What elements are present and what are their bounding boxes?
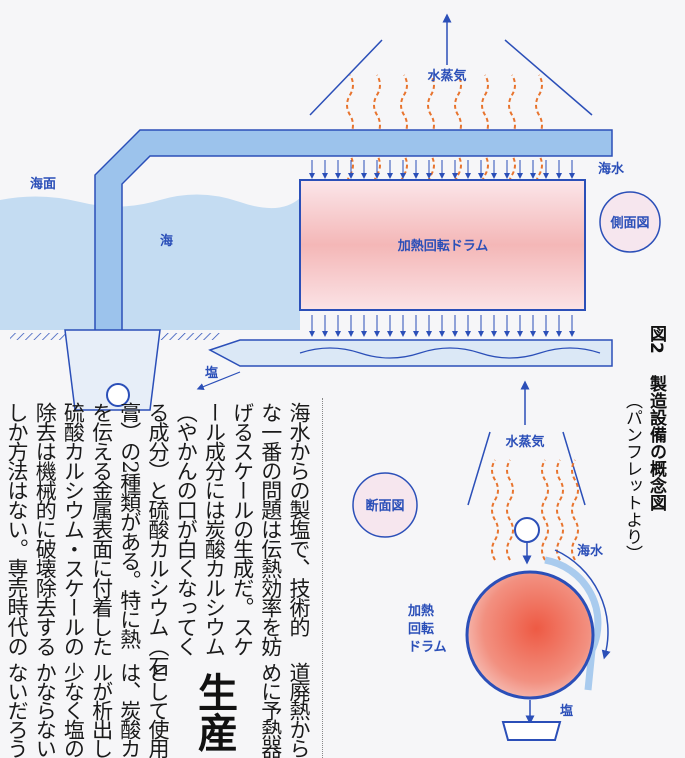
- sea-area: [0, 194, 300, 330]
- rotation-arrow: [554, 549, 611, 660]
- article-column: げるスケールの生成だ。スケ: [230, 402, 255, 656]
- sea-label: 海: [160, 233, 173, 249]
- article-column: しか方法はない。専売時代の: [5, 402, 29, 656]
- article-column: 除去は機械的に破壊除去する: [33, 402, 58, 656]
- feed-pipe: [514, 517, 540, 543]
- cross-section-label: 断面図: [365, 498, 404, 514]
- ground-hatch-left: [10, 333, 65, 340]
- column-divider: [322, 398, 323, 758]
- article-column: 海水からの製塩で、技術的: [287, 402, 311, 636]
- seawater-label: 海水: [598, 161, 625, 177]
- spray-arrows: [309, 160, 575, 337]
- side-view: 側面図 水蒸気 海水 海面 海 加熱回転ドラム 塩: [0, 13, 661, 411]
- steam-wave: [541, 459, 549, 561]
- article-column: ルが析出し: [89, 662, 114, 757]
- article-column: ないだろう: [5, 662, 29, 757]
- article-column: として使用: [146, 662, 170, 757]
- seawater-label-2: 海水: [577, 543, 604, 559]
- article-column: 硫酸カルシウム・スケールの: [61, 402, 86, 656]
- intake-pit: [64, 329, 161, 411]
- salt-label: 塩: [205, 365, 218, 381]
- cross-section-badge: [352, 472, 418, 538]
- ground-hatch-right: [160, 333, 220, 340]
- drum-label-line2: 回転: [408, 621, 434, 637]
- steam-label-2: 水蒸気: [505, 434, 544, 450]
- hood-left: [309, 39, 383, 116]
- article-column: る成分）と硫酸カルシウム（石: [146, 402, 170, 675]
- drum-label-line3: ドラム: [408, 640, 447, 655]
- figure-number: 図2: [646, 325, 666, 354]
- article-column: かならない: [33, 662, 58, 757]
- hood-right-2: [562, 431, 586, 506]
- salt-label-2: 塩: [560, 703, 573, 719]
- steam-wave: [556, 459, 564, 561]
- article-column: 膏）の2種類がある。特に熱: [117, 402, 142, 648]
- salt-dish: [501, 721, 562, 741]
- salt-arrow: [196, 371, 241, 391]
- article-column: 道廃熱から: [287, 662, 311, 757]
- steam-wave: [506, 459, 514, 561]
- sea-surface-label: 海面: [30, 176, 56, 192]
- article-column: は、炭酸カ: [117, 662, 142, 757]
- supply-pipe: [94, 129, 613, 396]
- steam-label: 水蒸気: [427, 68, 466, 84]
- hood-right: [504, 39, 593, 116]
- salt-trough: [208, 339, 613, 367]
- seawater-film: [544, 556, 602, 691]
- article-column: を伝える金属表面に付着した: [89, 402, 114, 656]
- cross-section-view: 断面図 水蒸気 海水 加熱 回転 ドラム 塩: [352, 380, 611, 741]
- figure-title: 製造設備の概念図: [646, 375, 666, 511]
- article-headline: 生産: [191, 672, 237, 752]
- steam-wave: [571, 459, 579, 561]
- article-column: ール成分には炭酸カルシウム: [202, 402, 227, 656]
- drum-rect: [299, 179, 586, 311]
- article-column: （やかんの口が白くなってく: [174, 402, 199, 656]
- side-view-label: 側面図: [609, 215, 649, 231]
- figure-source: （パンフレットより）: [622, 392, 642, 562]
- steam-waves-2: [491, 459, 579, 561]
- drum-label: 加熱回転ドラム: [397, 238, 489, 254]
- hood-left-2: [467, 431, 491, 506]
- drum-circle: [465, 570, 595, 700]
- side-view-badge: [599, 191, 661, 253]
- steam-wave: [491, 459, 499, 561]
- intake-ball: [106, 383, 130, 407]
- article-column: めに予熱器: [258, 662, 283, 757]
- trough-wave: [299, 347, 601, 359]
- drum-label-line1: 加熱: [407, 603, 434, 619]
- article-column: な一番の問題は伝熱効率を妨: [258, 402, 283, 656]
- article-column: 少なく塩の: [61, 662, 86, 757]
